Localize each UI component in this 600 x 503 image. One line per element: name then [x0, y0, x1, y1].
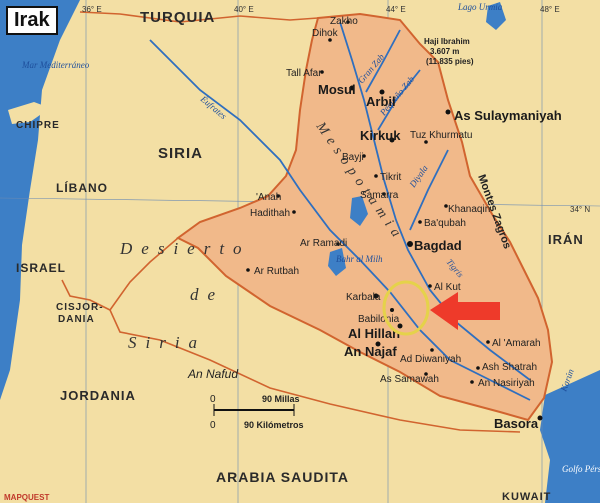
city-babylon: Babilonia [358, 314, 400, 325]
scale-bar: 0 90 Millas 0 90 Kilómetros [210, 394, 304, 431]
euphrates-river [149, 39, 531, 401]
country-turkey: TURQUIA [140, 9, 215, 26]
label-mediterranean: Mar Mediterráneo [21, 60, 90, 70]
city-an-najaf: An Najaf [344, 344, 397, 359]
label-haji-ibrahim-feet: (11.835 pies) [426, 57, 474, 66]
city-khanaqin: Khanaqin [448, 204, 490, 215]
country-borders [61, 11, 521, 433]
cyprus-island [8, 102, 50, 124]
pointer-arrow-icon[interactable] [430, 292, 500, 330]
city-zakho: Zakho [330, 16, 358, 27]
country-lebanon: LÍBANO [56, 180, 108, 195]
region-de: de [190, 285, 224, 304]
region-desert: Desierto [119, 239, 251, 258]
grid-label-36e: 36° E [82, 5, 102, 14]
grid-label-34n: 34° N [570, 205, 590, 214]
city-samarra: Samarra [360, 190, 399, 201]
label-haji-ibrahim: Haji Ibrahim [424, 37, 470, 46]
label-an-nafud: An Nafud [187, 367, 238, 381]
country-jordan: JORDANIA [60, 388, 136, 403]
city-tuz-khurmatu: Tuz Khurmatu [410, 130, 472, 141]
city-ash-shatrah: Ash Shatrah [482, 362, 537, 373]
city-bayji: Bayji [342, 152, 364, 163]
cities-minor [246, 20, 490, 384]
city-ar-ramadi: Ar Ramadi [300, 238, 347, 249]
city-anah: 'Anah [256, 192, 281, 203]
country-cyprus: CHIPRE [16, 120, 60, 131]
grid-label-48e: 48° E [540, 5, 560, 14]
lake-urmia [486, 2, 506, 30]
country-saudi-arabia: ARABIA SAUDITA [216, 469, 349, 485]
country-westbank-line1: CISJOR- [56, 302, 104, 313]
city-as-samawah: As Samawah [380, 374, 439, 385]
babylon-highlight-circle[interactable] [382, 280, 430, 336]
country-israel: ISRAEL [16, 261, 66, 275]
tigris-river [339, 21, 531, 381]
country-syria: SIRIA [158, 145, 203, 162]
city-dihok: Dihok [312, 28, 339, 39]
city-baghdad: Bagdad [414, 238, 462, 253]
map-title: Irak [6, 6, 58, 35]
mediterranean-sea [0, 0, 80, 400]
scale-zero-km: 0 [210, 420, 216, 431]
city-baqubah: Ba'qubah [424, 218, 466, 229]
city-sulaymaniyah: As Sulaymaniyah [454, 108, 562, 123]
label-haji-ibrahim-height: 3.607 m [430, 47, 459, 56]
country-kuwait: KUWAIT [502, 491, 551, 503]
haditha-lake [328, 248, 346, 276]
city-ar-rutbah: Ar Rutbah [254, 266, 299, 277]
city-al-amarah: Al 'Amarah [492, 338, 541, 349]
persian-gulf [540, 370, 600, 503]
city-hadithah: Hadithah [250, 208, 290, 219]
region-syria: Siria [128, 333, 206, 352]
country-iran: IRÁN [548, 232, 584, 247]
scale-miles: 90 Millas [262, 394, 300, 404]
great-zab-river [365, 29, 401, 93]
country-westbank-line2: DANIA [58, 314, 95, 325]
city-al-kut: Al Kut [434, 282, 461, 293]
little-zab-river [377, 69, 421, 131]
grid-label-44e: 44° E [386, 5, 406, 14]
label-lake-urmia: Lago Urmia [457, 2, 503, 12]
map-credit: MAPQUEST [4, 493, 49, 502]
city-karbala: Karbala [346, 292, 381, 303]
city-arbil: Arbil [366, 94, 396, 109]
scale-km: 90 Kilómetros [244, 420, 304, 430]
city-ad-diwaniyah: Ad Diwaniyah [400, 354, 461, 365]
city-an-nasiriyah: An Nasiriyah [478, 378, 535, 389]
rivers [149, 21, 531, 401]
city-mosul: Mosul [318, 82, 356, 97]
label-bahr-al-milh: Bahr al Milh [336, 254, 383, 264]
cities-major [349, 85, 543, 421]
label-persian-gulf: Golfo Pérsico [562, 464, 600, 474]
city-tall-afar: Tall Afar [286, 68, 322, 79]
city-al-hillah: Al Hillah [348, 326, 400, 341]
bahr-al-milh-lake [350, 196, 368, 226]
city-kirkuk: Kirkuk [360, 128, 401, 143]
grid-label-40e: 40° E [234, 5, 254, 14]
scale-zero-miles: 0 [210, 394, 216, 405]
city-basra: Basora [494, 416, 539, 431]
diyala-river [409, 149, 449, 231]
city-tikrit: Tikrit [380, 172, 402, 183]
